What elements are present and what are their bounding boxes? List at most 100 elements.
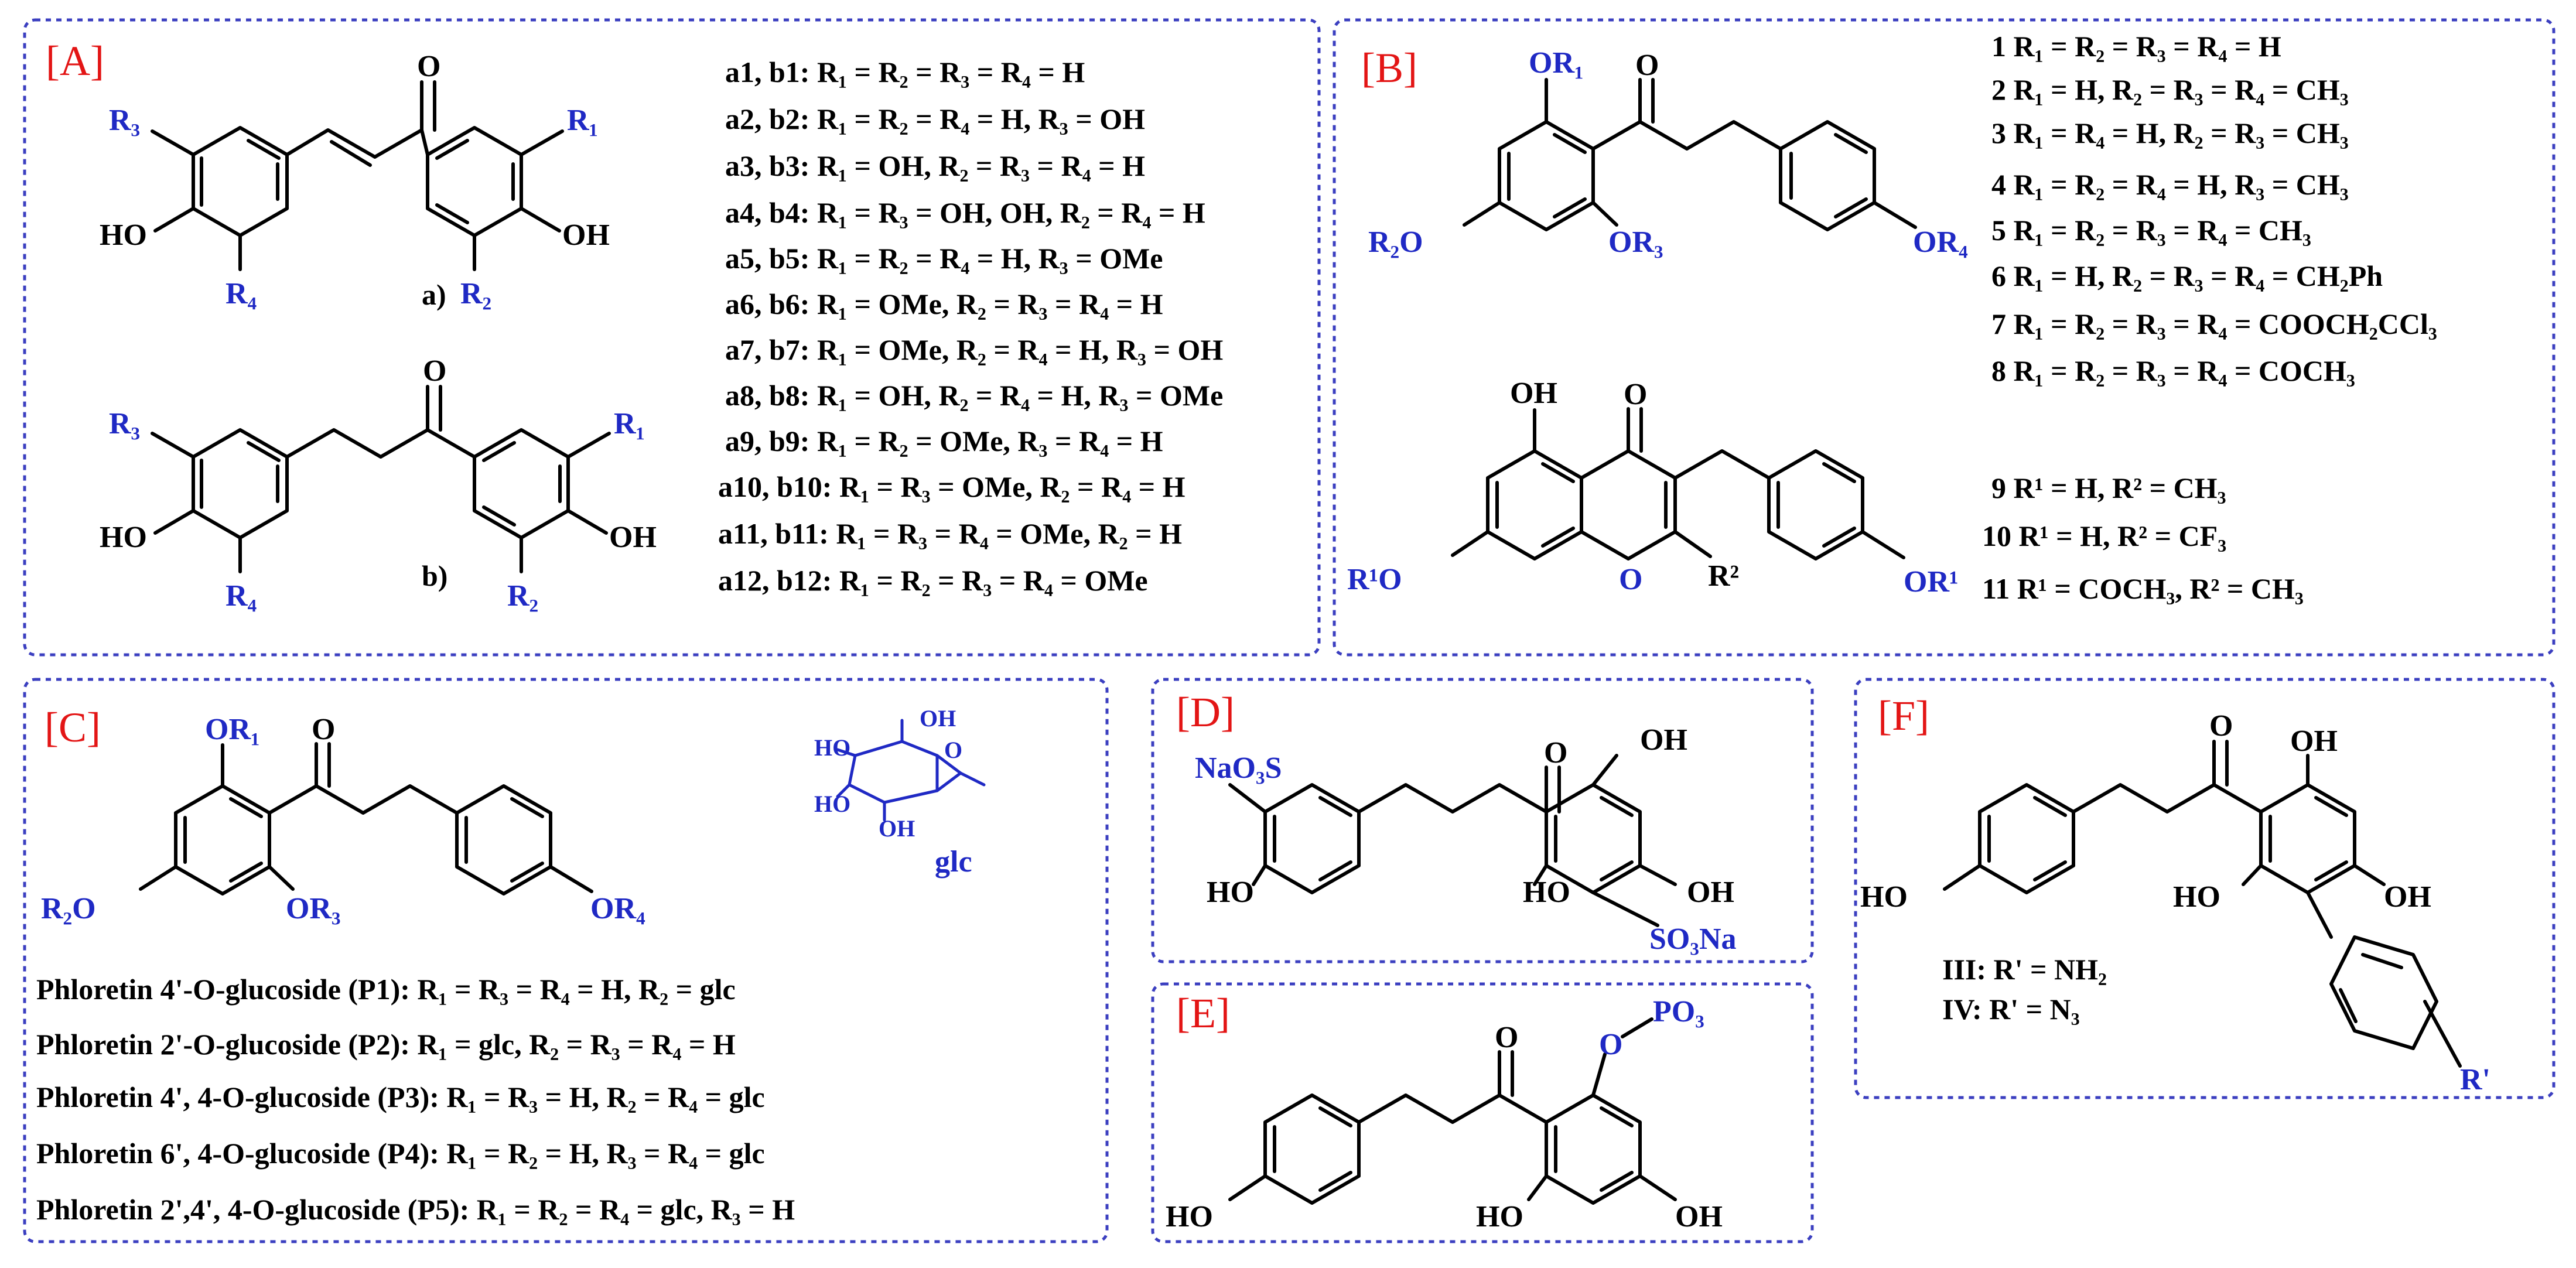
atom-o-carbonyl-b1: O — [1635, 49, 1659, 82]
atom-oh-d-right: OH — [1687, 876, 1734, 909]
atom-r1o-sup: R¹O — [1347, 563, 1402, 596]
atom-r3-b: R₃ — [109, 407, 140, 440]
legend-a-row: a10, b10: R₁ = R₃ = OMe, R₂ = R₄ = H — [718, 470, 1185, 503]
atom-ho-d-mid: HO — [1523, 876, 1570, 909]
atom-or4-b: OR₄ — [1913, 225, 1968, 259]
panel-f: [F] O OH HO HO OH R — [1860, 692, 2490, 1096]
atom-r4-a: R₄ — [226, 277, 257, 310]
panel-d-frame — [1151, 678, 1814, 963]
legend-a-row: a3, b3: R₁ = OH, R₂ = R₃ = R₄ = H — [725, 149, 1145, 182]
legend-b-row: 6 R₁ = H, R₂ = R₃ = R₄ = CH₂Ph — [1991, 259, 2383, 292]
panel-b: [B] OR₁ O R₂O OR₃ OR₄ — [1347, 30, 2437, 605]
panel-d: [D] O OH NaO₃S HO HO OH SO₃Na — [1176, 689, 1737, 956]
panel-b-tag: [B] — [1361, 45, 1417, 91]
legend-a-row: a9, b9: R₁ = R₂ = OMe, R₃ = R₄ = H — [725, 425, 1163, 457]
glc-ring-o: O — [944, 737, 962, 763]
legend-b-row: 9 R¹ = H, R² = CH₃ — [1991, 471, 2226, 504]
panel-b-legend: 1 R₁ = R₂ = R₃ = R₄ = H 2 R₁ = H, R₂ = R… — [1982, 30, 2437, 605]
dihydrochalcone-structure — [151, 385, 611, 573]
legend-a-row: a7, b7: R₁ = OMe, R₂ = R₄ = H, R₃ = OH — [725, 333, 1223, 366]
atom-r1-b: R₁ — [614, 407, 645, 440]
atom-ho-f: HO — [1860, 880, 1908, 914]
legend-a-row: a6, b6: R₁ = OMe, R₂ = R₃ = R₄ = H — [725, 288, 1163, 320]
atom-r2o-c: R₂O — [41, 892, 96, 925]
atom-ho-b: HO — [100, 521, 147, 554]
panel-f-tag: [F] — [1878, 692, 1929, 739]
panel-e-tag: [E] — [1176, 990, 1230, 1037]
legend-c-row: Phloretin 4', 4-O-glucoside (P3): R₁ = R… — [36, 1081, 765, 1113]
panel-a-legend: a1, b1: R₁ = R₂ = R₃ = R₄ = H a2, b2: R₁… — [718, 56, 1223, 597]
structure-b-label: b) — [422, 559, 447, 592]
atom-o-chromone-carbonyl: O — [1624, 378, 1647, 411]
atom-r4-b: R₄ — [226, 579, 257, 613]
atom-o-carbonyl-b: O — [423, 354, 446, 388]
atom-o-carbonyl-e: O — [1495, 1021, 1518, 1054]
atom-or3-c: OR₃ — [286, 892, 341, 925]
glc-label: glc — [935, 845, 972, 879]
legend-a-row: a2, b2: R₁ = R₂ = R₄ = H, R₃ = OH — [725, 102, 1145, 135]
dihydrochalcone-b-structure — [1463, 78, 1917, 231]
atom-or1-sup: OR¹ — [1904, 565, 1959, 599]
atom-r1-a: R₁ — [567, 104, 598, 137]
atom-r2-a: R₂ — [460, 277, 491, 310]
atom-so3na: SO₃Na — [1649, 922, 1737, 956]
panel-b-frame — [1333, 18, 2555, 657]
legend-b-row: 5 R₁ = R₂ = R₃ = R₄ = CH₃ — [1991, 214, 2311, 247]
atom-ring-o: O — [1619, 563, 1642, 596]
legend-b-row: 3 R₁ = R₄ = H, R₂ = R₃ = CH₃ — [1991, 117, 2349, 149]
phosphorylated-phloretin-structure — [1228, 1017, 1677, 1205]
atom-o-carbonyl-f: O — [2209, 709, 2233, 743]
glucose-structure — [836, 719, 986, 822]
legend-a-row: a11, b11: R₁ = R₃ = R₄ = OMe, R₂ = H — [718, 517, 1182, 550]
atom-ho-a: HO — [100, 218, 147, 252]
atom-r2-b: R₂ — [507, 579, 538, 613]
panel-a: [A] O — [46, 37, 1223, 613]
panel-c: [C] OR₁ O R₂O OR₃ OR₄ — [36, 704, 986, 1226]
atom-or3-b: OR₃ — [1608, 225, 1663, 259]
legend-b-row: 10 R¹ = H, R² = CF₃ — [1982, 519, 2226, 552]
panel-c-legend: Phloretin 4'-O-glucoside (P1): R₁ = R₃ =… — [36, 973, 795, 1226]
panel-c-frame — [23, 678, 1109, 1243]
panel-c-tag: [C] — [45, 704, 101, 751]
atom-o-phosphate: O — [1599, 1028, 1622, 1061]
atom-r2o-b: R₂O — [1368, 225, 1423, 259]
panel-f-frame — [1854, 678, 2555, 1099]
legend-a-row: a5, b5: R₁ = R₂ = R₄ = H, R₃ = OMe — [725, 242, 1163, 275]
atom-ho-e: HO — [1166, 1200, 1213, 1233]
atom-oh-f-right: OH — [2384, 880, 2431, 914]
atom-or4-c: OR₄ — [590, 892, 645, 925]
atom-o-carbonyl-d: O — [1544, 736, 1567, 770]
legend-b-row: 2 R₁ = H, R₂ = R₃ = R₄ = CH₃ — [1991, 73, 2349, 106]
atom-oh-a: OH — [562, 218, 610, 252]
legend-b-row: 8 R₁ = R₂ = R₃ = R₄ = COCH₃ — [1991, 354, 2355, 387]
panel-a-frame — [23, 18, 1321, 657]
panel-a-tag: [A] — [46, 37, 104, 84]
atom-r2-sup: R² — [1708, 559, 1739, 593]
legend-b-row: 4 R₁ = R₂ = R₄ = H, R₃ = CH₃ — [1991, 168, 2349, 201]
atom-ho-e-mid: HO — [1476, 1200, 1523, 1233]
legend-c-row: Phloretin 2',4', 4-O-glucoside (P5): R₁ … — [36, 1193, 795, 1226]
atom-o-carbonyl-a: O — [417, 50, 440, 83]
legend-f-row: IV: R' = N₃ — [1942, 993, 2080, 1026]
panel-d-tag: [D] — [1176, 689, 1235, 736]
legend-c-row: Phloretin 6', 4-O-glucoside (P4): R₁ = R… — [36, 1137, 765, 1170]
legend-c-row: Phloretin 2'-O-glucoside (P2): R₁ = glc,… — [36, 1028, 736, 1061]
legend-a-row: a1, b1: R₁ = R₂ = R₃ = R₄ = H — [725, 56, 1085, 88]
atom-ho-f-mid: HO — [2173, 880, 2220, 914]
chromone-structure — [1451, 407, 1905, 560]
glc-oh: OH — [879, 815, 915, 842]
glc-oh: OH — [920, 705, 956, 732]
atom-oh-b: OH — [609, 521, 657, 554]
legend-b-row: 1 R₁ = R₂ = R₃ = R₄ = H — [1991, 30, 2281, 63]
legend-f-row: III: R' = NH₂ — [1942, 953, 2107, 986]
legend-a-row: a8, b8: R₁ = OH, R₂ = R₄ = H, R₃ = OMe — [725, 379, 1223, 412]
atom-ho-d: HO — [1207, 876, 1254, 909]
legend-a-row: a12, b12: R₁ = R₂ = R₃ = R₄ = OMe — [718, 564, 1148, 597]
sulfonated-phloretin-structure — [1228, 754, 1677, 927]
atom-o-carbonyl-c: O — [312, 713, 335, 746]
legend-a-row: a4, b4: R₁ = R₃ = OH, OH, R₂ = R₄ = H — [725, 196, 1205, 229]
legend-b-row: 7 R₁ = R₂ = R₃ = R₄ = COOCH₂CCl₃ — [1991, 307, 2437, 340]
atom-r3-a: R₃ — [109, 104, 140, 137]
atom-or1-b: OR₁ — [1529, 46, 1584, 80]
